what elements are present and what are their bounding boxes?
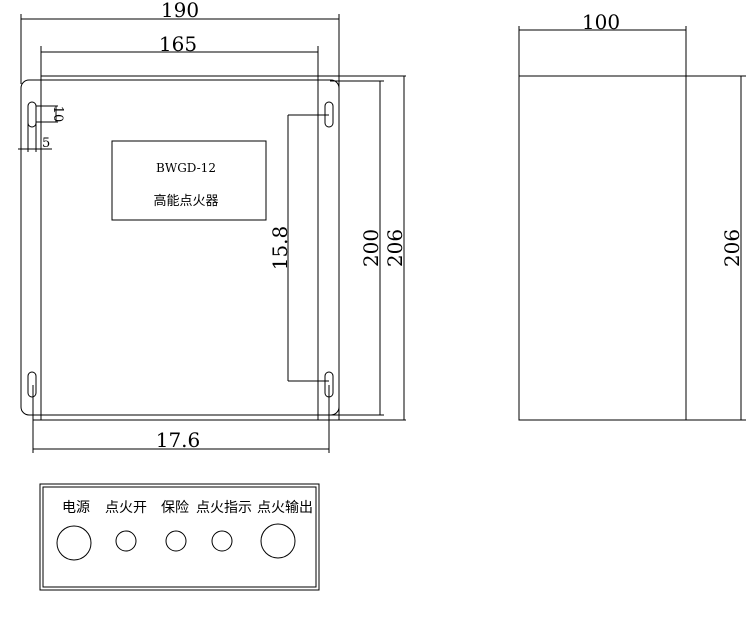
dim-15-8-label: 15.8 (268, 226, 292, 271)
label-ignition-indicator: 点火指示 (196, 500, 252, 516)
dim-100-label: 100 (582, 10, 620, 34)
mounting-plate (20, 79, 340, 416)
control-panel: 电源 点火开 保险 点火指示 点火输出 (39, 483, 320, 591)
nameplate (111, 140, 267, 221)
dim-190-label: 190 (161, 0, 199, 22)
mounting-slot (27, 371, 37, 398)
ignition-switch-hole (115, 530, 137, 552)
power-socket (56, 525, 92, 561)
dim-206-label: 206 (383, 229, 407, 267)
label-fuse: 保险 (161, 500, 189, 516)
dim-200-label: 200 (359, 229, 383, 267)
dim-206-side-label: 206 (720, 229, 744, 267)
panel-outer-border (39, 483, 320, 591)
indicator-hole (211, 530, 233, 552)
dim-17-6-label: 17.6 (156, 428, 201, 452)
output-socket (260, 523, 296, 559)
label-ignition-output: 点火输出 (257, 500, 313, 516)
front-view: 190 165 10 5 BWGD-12 高能点火器 (18, 0, 407, 453)
dim-10-label: 10 (50, 106, 65, 123)
fuse-hole (165, 530, 187, 552)
mounting-slot (27, 101, 37, 128)
dim-165-label: 165 (159, 32, 197, 56)
side-view: 100 206 (518, 10, 746, 421)
model-label: BWGD-12 (156, 161, 216, 175)
label-ignition-switch: 点火开 (105, 500, 147, 516)
dim-5-label: 5 (42, 136, 50, 151)
label-power: 电源 (62, 500, 90, 516)
product-name-label: 高能点火器 (153, 193, 218, 209)
side-body (518, 75, 687, 421)
panel-inner-border (42, 486, 317, 588)
